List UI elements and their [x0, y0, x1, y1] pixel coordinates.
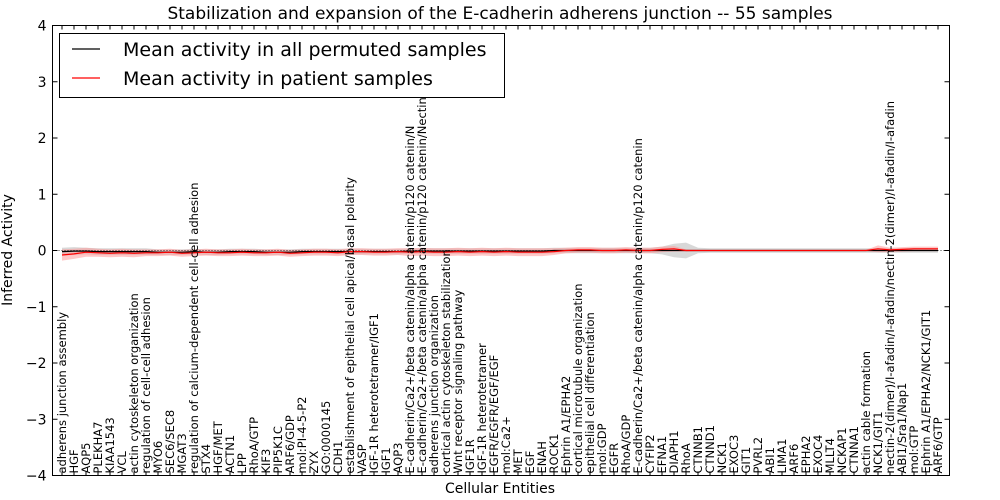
x-tick-label: HGF [67, 449, 81, 473]
x-tick-label: ABI1 [763, 447, 777, 473]
x-tick-label: MET [511, 448, 525, 473]
x-tick-label: epithelial cell differentiation [583, 312, 597, 473]
x-tick-label: EGFR [607, 443, 621, 474]
x-tick-label: E-cadherin/Ca2+/beta catenin/alpha caten… [631, 138, 645, 473]
x-tick-label: HGF/MET [211, 420, 225, 473]
x-tick-label: CTNNA1 [847, 426, 861, 473]
legend-box [59, 33, 505, 98]
x-tick-label: KIF3 [259, 449, 273, 474]
y-axis: −4 −3 −2 −1 0 1 2 3 4 [26, 19, 950, 485]
x-tick-label: AQP3 [391, 443, 405, 474]
y-tick-label: 2 [38, 131, 47, 147]
x-tick-label: IGF-1R heterotetramer [475, 343, 489, 474]
x-tick-label: ZYX [307, 451, 321, 474]
x-tick-label: EPHA2 [799, 435, 813, 473]
x-tick-label: NCK1 [715, 442, 729, 474]
x-tick-label: MYO6 [151, 441, 165, 474]
series-1-line [61, 248, 938, 256]
y-tick-label: −1 [26, 300, 47, 316]
x-tick-label: mol:Ca2+ [499, 416, 513, 473]
x-tick-label: LIMA1 [775, 439, 789, 474]
x-tick-label: GIT1 [739, 447, 753, 474]
x-tick-label: ARF6/GTP [931, 417, 945, 473]
x-tick-label: ROCK1 [547, 434, 561, 474]
x-tick-label: establishment of epithelial cell apical/… [343, 177, 357, 473]
x-tick-label: Wnt receptor signaling pathway [451, 289, 465, 473]
x-tick-label: PLEKHA7 [91, 422, 105, 474]
x-tick-label: ACTN1 [223, 435, 237, 474]
x-tick-label: MGAT3 [175, 433, 189, 473]
legend: Mean activity in all permuted samplesMea… [59, 33, 505, 98]
x-tick-label: CTNNB1 [691, 426, 705, 473]
x-tick-label: actin cable formation [859, 351, 873, 474]
y-tick-label: −2 [26, 356, 47, 372]
x-tick-label: nectin-2(dimer)/I-afadin/I-afadin/nectin… [883, 101, 897, 473]
x-axis-label: Cellular Entities [445, 481, 555, 497]
x-tick-label: adherens junction organization [427, 295, 441, 473]
x-tick-label: Ephrin A1/EPHA2 [559, 376, 573, 474]
x-tick-label: VASP [355, 444, 369, 473]
x-tick-label: CDH1 [331, 441, 345, 474]
series-1-band [62, 245, 938, 261]
x-tick-label: cortical actin cytoskeleton stabilizatio… [439, 249, 453, 473]
x-tick-label: actin cytoskeleton organization [127, 293, 141, 473]
x-tick-label: AQP5 [79, 443, 93, 474]
x-tick-label: CYFIP2 [643, 434, 657, 473]
x-tick-label: PVRL2 [751, 437, 765, 474]
y-tick-label: 4 [38, 19, 47, 35]
x-tick-label: ENAH [535, 441, 549, 473]
x-tick-label: EGFR/EGFR/EGF/EGF [487, 355, 501, 474]
y-tick-label: 1 [38, 187, 47, 203]
x-tick-label: KIAA1543 [103, 417, 117, 473]
y-tick-label: −3 [26, 412, 47, 428]
x-tick-label: mol:GTP [907, 426, 921, 474]
x-tick-label: SEC6/SEC8 [163, 410, 177, 474]
y-tick-label: −4 [26, 469, 47, 485]
x-tick-label: NCK1/GIT1 [871, 411, 885, 473]
x-tick-label: RhoA/GDP [619, 415, 633, 474]
x-tick-label: IGF1 [379, 447, 393, 473]
x-tick-label: EXOC3 [727, 435, 741, 474]
x-tick-label: adherens junction assembly [55, 312, 69, 474]
x-tick-label: ABI1/Sra1/Nap1 [895, 383, 909, 474]
x-tick-label: NCKAP1 [835, 427, 849, 473]
y-axis-label: Inferred Activity [0, 194, 16, 306]
x-tick-label: E-cadherin/Ca2+/beta catenin/alpha caten… [403, 126, 417, 474]
x-tick-label: VCL [115, 451, 129, 474]
x-tick-label: MLLT4 [823, 438, 837, 474]
x-tick-label: PIP5K1C [271, 426, 285, 473]
x-tick-label: RhoA/GTP [247, 417, 261, 474]
legend-label-1: Mean activity in patient samples [123, 68, 433, 90]
legend-label-0: Mean activity in all permuted samples [123, 39, 486, 61]
y-tick-label: 3 [38, 75, 47, 91]
x-tick-label: DIAPH1 [667, 430, 681, 473]
x-tick-label: EXOC4 [811, 435, 825, 474]
x-tick-label: LPP [235, 453, 249, 473]
x-tick-label: cortical microtubule organization [571, 283, 585, 473]
x-tick-label: ARF6 [787, 444, 801, 474]
x-tick-label: STX4 [199, 444, 213, 474]
plot-area [52, 242, 950, 261]
x-tick-label: regulation of calcium-dependent cell-cel… [187, 183, 201, 474]
x-tick-label: mol:GDP [595, 423, 609, 473]
chart-title: Stabilization and expansion of the E-cad… [167, 4, 832, 24]
x-tick-label: E-cadherin/Ca2+/beta catenin/alpha caten… [415, 97, 429, 473]
x-tick-label: IGF1R [463, 439, 477, 473]
x-tick-label: EGF [523, 451, 537, 474]
x-tick-label: Ephrin A1/EPHA2/NCK1/GIT1 [919, 310, 933, 474]
x-tick-label: regulation of cell-cell adhesion [139, 297, 153, 473]
x-tick-label: IGF-1R heterotetramer/IGF1 [367, 313, 381, 473]
y-tick-label: 0 [38, 244, 47, 260]
x-tick-label: mol:PI-4-5-P2 [295, 397, 309, 474]
x-tick-label: CTNND1 [703, 425, 717, 473]
x-tick-label: EFNA1 [655, 436, 669, 474]
x-tick-label: ARF6/GDP [283, 415, 297, 473]
x-axis: adherens junction assemblyHGFAQP5PLEKHA7… [55, 25, 945, 476]
x-tick-label: RhoA [679, 443, 693, 473]
x-tick-label: GO:0000145 [319, 401, 333, 474]
